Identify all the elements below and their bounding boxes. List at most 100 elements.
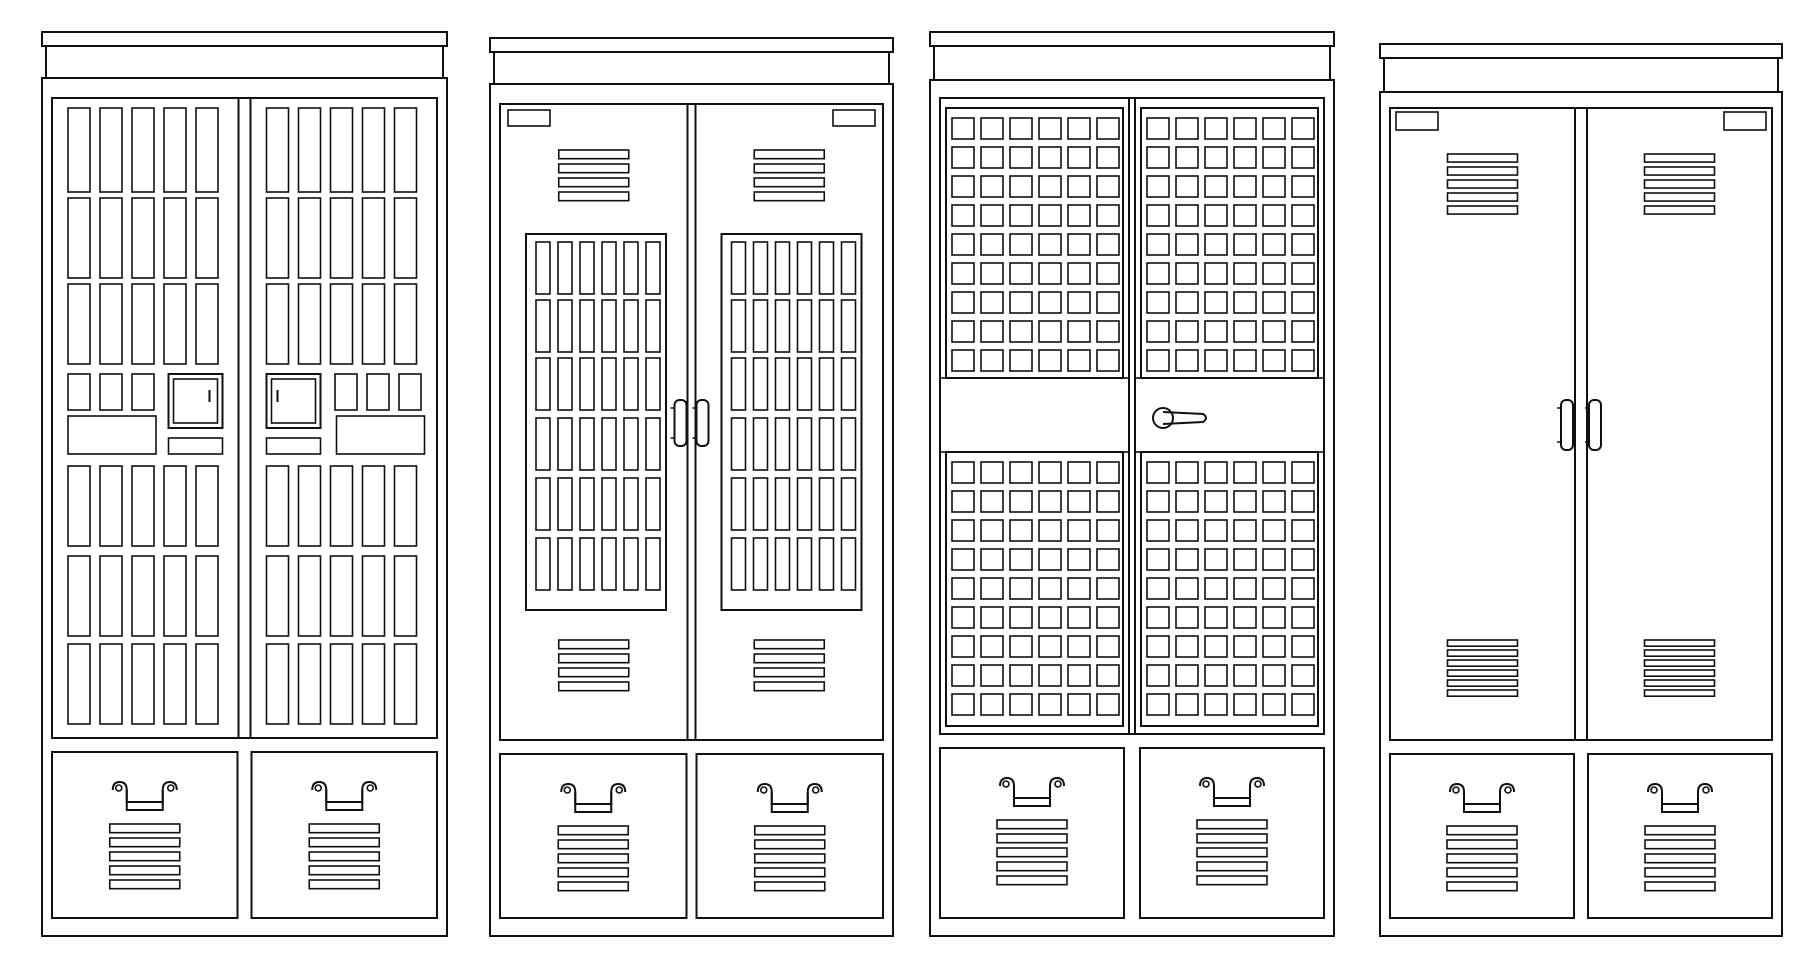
grid-square (951, 461, 975, 484)
grille-slot (579, 299, 595, 353)
grid-square (1067, 146, 1091, 169)
vent-slat (996, 861, 1068, 872)
grid-square (1175, 146, 1199, 169)
door-slot (393, 197, 418, 279)
vent-slat (753, 177, 826, 188)
vent-slat (557, 163, 630, 174)
door-slot (393, 283, 418, 365)
grid-square (1009, 664, 1033, 687)
grille-slot (796, 357, 813, 411)
grid-square (1038, 146, 1062, 169)
vent-slat (1643, 679, 1716, 687)
grid-square (1096, 146, 1120, 169)
grid-square (1291, 117, 1315, 140)
grille-slot (601, 417, 617, 471)
grid-square (1146, 461, 1170, 484)
grid-square (1038, 519, 1062, 542)
door-slot (195, 283, 219, 365)
grid-square (1262, 664, 1286, 687)
grid-square (1175, 175, 1199, 198)
grid-square (1038, 548, 1062, 571)
cabinet-body (1379, 91, 1783, 937)
label-plate (167, 437, 224, 455)
door-slot (393, 555, 418, 637)
grid-square (1096, 693, 1120, 716)
vent-slat (1196, 861, 1268, 872)
grid-square (1204, 664, 1228, 687)
grid-square (1067, 635, 1091, 658)
grid-square (1204, 519, 1228, 542)
upper-vent (753, 149, 826, 202)
door-slot (163, 197, 187, 279)
door-slot (99, 283, 123, 365)
pull-body (1661, 792, 1699, 813)
grille-slot (601, 477, 617, 531)
grid-square (1038, 349, 1062, 372)
drawer (51, 751, 239, 919)
vent-slat (1643, 669, 1716, 677)
pull-knob (1202, 780, 1210, 788)
drawer-front (51, 751, 239, 919)
grille-slot (774, 537, 791, 591)
grid-square (1175, 204, 1199, 227)
door-slot (195, 107, 219, 193)
handle-body (673, 399, 688, 447)
handle-body (695, 399, 710, 447)
keypad-frame (265, 373, 322, 429)
vent-slat (996, 819, 1068, 830)
pull-knob (1702, 786, 1710, 794)
drawer (1389, 753, 1575, 919)
door-slot (131, 283, 155, 365)
grid-square (1175, 606, 1199, 629)
pull-knob (1054, 780, 1062, 788)
grid-square (1067, 461, 1091, 484)
drawer-row (1389, 753, 1773, 919)
vent-slat (1643, 205, 1716, 215)
pull-outline (560, 782, 627, 805)
vent-slat (753, 867, 826, 878)
grid-square (1175, 577, 1199, 600)
pull-body (770, 792, 809, 813)
handle-mount (1585, 407, 1589, 443)
grille-slot (579, 477, 595, 531)
door-slot (67, 465, 91, 547)
vent-slat (1643, 166, 1716, 176)
vent-slat (1644, 839, 1716, 850)
grid-square (1204, 693, 1228, 716)
grille-slot (557, 417, 573, 471)
pull-handle-icon (1585, 399, 1602, 451)
grille-slot (774, 241, 791, 295)
drawer (1139, 747, 1325, 919)
grille-slot (535, 477, 551, 531)
vent-slat (1446, 649, 1519, 657)
door-slot (329, 283, 354, 365)
vent-slat (108, 865, 181, 876)
pull-body (1213, 786, 1251, 807)
door-frame (939, 97, 1325, 735)
drawer-vent (1196, 819, 1268, 886)
crown-top (1379, 43, 1783, 59)
door-slot (99, 107, 123, 193)
vent-slat (557, 839, 630, 850)
grid-square (980, 635, 1004, 658)
vent-slat (1643, 649, 1716, 657)
grille-slot (774, 477, 791, 531)
keypad-frame (167, 373, 224, 429)
grid-square (1175, 349, 1199, 372)
pull-knob (1452, 786, 1460, 794)
grille-slot (752, 537, 769, 591)
pull-body (1013, 786, 1051, 807)
pull-knob (1002, 780, 1010, 788)
grille-slot (818, 357, 835, 411)
grid-square (1146, 693, 1170, 716)
keypad-icon (167, 373, 224, 429)
vent-slat (1446, 179, 1519, 189)
door-slot (195, 555, 219, 637)
vent-slat (557, 639, 630, 650)
grid-square (1038, 635, 1062, 658)
grid-square (1038, 175, 1062, 198)
vent-slat (1643, 179, 1716, 189)
drawer (939, 747, 1125, 919)
grid-square (951, 146, 975, 169)
locker-plain (1379, 43, 1783, 937)
